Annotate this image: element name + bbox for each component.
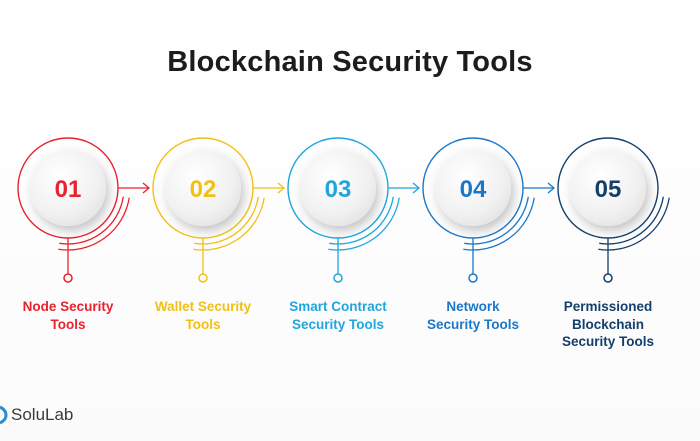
step-node-dot bbox=[63, 273, 73, 283]
step-node-dot bbox=[198, 273, 208, 283]
step-node-dot bbox=[468, 273, 478, 283]
step-3: 03 bbox=[287, 137, 421, 283]
arrow-right-icon bbox=[547, 182, 556, 194]
page-title: Blockchain Security Tools bbox=[167, 46, 533, 78]
step-label: Smart Contract Security Tools bbox=[289, 299, 387, 332]
step-arc-outer bbox=[599, 196, 664, 245]
step-4: 04 bbox=[422, 137, 556, 283]
step-arc-outer-2 bbox=[463, 197, 535, 251]
step-disc bbox=[300, 150, 376, 226]
step-label: Network Security Tools bbox=[426, 299, 520, 332]
brand-name: SoluLab bbox=[11, 405, 74, 424]
step-label: Permissioned Blockchain Security Tools bbox=[561, 299, 655, 349]
step-2: 02 bbox=[152, 137, 286, 283]
step-arc-outer bbox=[464, 196, 529, 245]
step-arc-outer bbox=[194, 196, 259, 245]
step-node-dot bbox=[603, 273, 613, 283]
step-number: 05 bbox=[595, 176, 622, 203]
step-disc bbox=[570, 150, 646, 226]
step-number: 01 bbox=[55, 176, 82, 203]
arrow-right-icon bbox=[412, 182, 421, 194]
step-label: Node Security Tools bbox=[22, 299, 114, 332]
step-5: 05 bbox=[557, 137, 670, 283]
step-arc-outer-2 bbox=[58, 197, 130, 251]
step-arc-outer-2 bbox=[328, 197, 400, 251]
step-arc-outer-2 bbox=[193, 197, 265, 251]
brand-logo: SoluLab bbox=[0, 404, 73, 426]
step-1: 01 bbox=[17, 137, 151, 283]
arrow-right-icon bbox=[277, 182, 286, 194]
step-disc bbox=[30, 150, 106, 226]
solulab-logo-icon bbox=[0, 405, 8, 425]
step-disc bbox=[165, 150, 241, 226]
arrow-right-icon bbox=[142, 182, 151, 194]
step-number: 03 bbox=[325, 176, 352, 203]
step-node-dot bbox=[333, 273, 343, 283]
step-disc bbox=[435, 150, 511, 226]
step-arc-outer bbox=[59, 196, 124, 245]
step-label: Wallet Security Tools bbox=[154, 299, 252, 332]
step-arc-outer-2 bbox=[598, 197, 670, 251]
step-arc-outer bbox=[329, 196, 394, 245]
step-number: 02 bbox=[190, 176, 217, 203]
step-number: 04 bbox=[460, 176, 487, 203]
